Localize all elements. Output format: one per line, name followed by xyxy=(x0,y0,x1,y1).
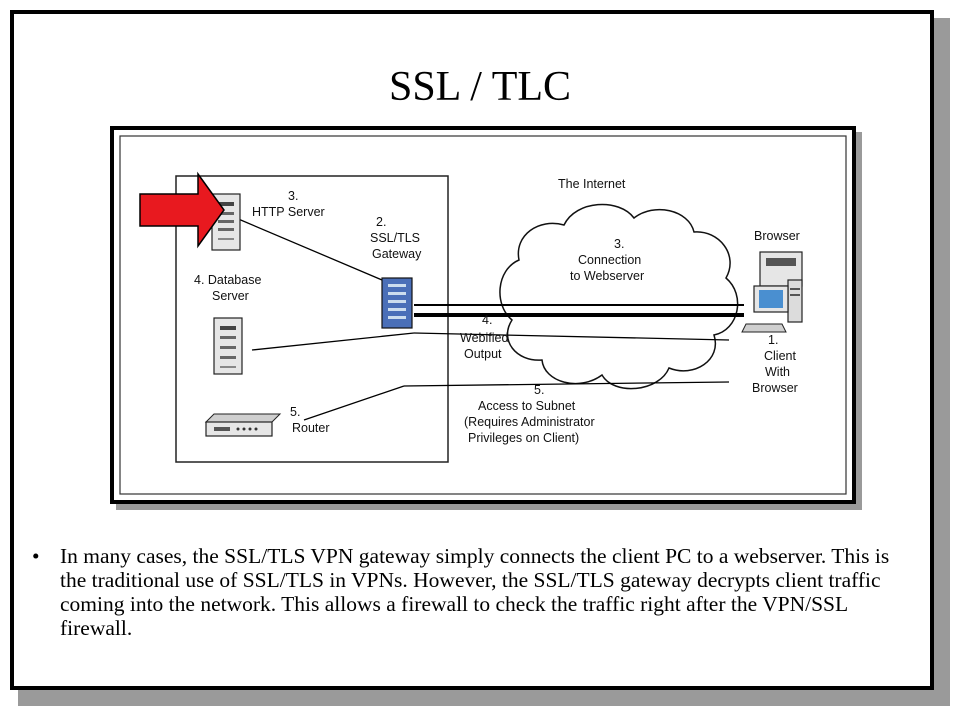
subnet-label-line2: (Requires Administrator xyxy=(464,415,595,429)
router-line xyxy=(303,385,405,421)
bullet-paragraph: • In many cases, the SSL/TLS VPN gateway… xyxy=(32,544,920,640)
webified-output-line xyxy=(413,332,730,341)
subnet-number: 5. xyxy=(534,383,544,397)
gateway-number: 2. xyxy=(376,215,386,229)
diagram-inner-border xyxy=(119,135,847,495)
bullet-dot-icon: • xyxy=(32,544,40,568)
gateway-device-icon xyxy=(381,277,413,329)
webified-label-line1: Webified xyxy=(460,331,508,345)
internet-cloud xyxy=(499,203,739,390)
red-arrow-icon xyxy=(139,171,225,249)
connection-label-line2: to Webserver xyxy=(570,269,644,283)
bullet-text: In many cases, the SSL/TLS VPN gateway s… xyxy=(60,544,890,640)
connection-number: 3. xyxy=(614,237,624,251)
router-label: Router xyxy=(292,421,330,435)
client-label-line3: Browser xyxy=(752,381,798,395)
browser-label: Browser xyxy=(754,229,800,243)
connection-label-line1: Connection xyxy=(578,253,641,267)
subnet-label-line3: Privileges on Client) xyxy=(468,431,579,445)
gateway-label-line1: SSL/TLS xyxy=(370,231,420,245)
subnet-label-line1: Access to Subnet xyxy=(478,399,576,413)
client-pc-icon xyxy=(741,251,803,333)
webified-number: 4. xyxy=(482,313,492,327)
router-number: 5. xyxy=(290,405,300,419)
client-label-line1: Client xyxy=(764,349,796,363)
diagram-canvas: The Internet 3. HTTP Server 2. SSL/TLS G… xyxy=(119,135,847,495)
http-server-number: 3. xyxy=(288,189,298,203)
gateway-label-line2: Gateway xyxy=(372,247,422,261)
client-label-line2: With xyxy=(765,365,790,379)
database-label-line1: 4. Database xyxy=(194,273,261,287)
database-server-icon xyxy=(213,317,243,375)
network-diagram: The Internet 3. HTTP Server 2. SSL/TLS G… xyxy=(110,126,856,504)
http-to-gateway-line xyxy=(235,217,383,281)
db-to-gateway-line xyxy=(251,332,415,351)
http-server-label: HTTP Server xyxy=(252,205,325,219)
internal-network-box xyxy=(175,175,449,463)
subnet-access-line xyxy=(403,381,730,387)
router-icon xyxy=(204,413,282,437)
internet-label: The Internet xyxy=(558,177,626,191)
database-label-line2: Server xyxy=(212,289,249,303)
client-number: 1. xyxy=(768,333,778,347)
webified-label-line2: Output xyxy=(464,347,502,361)
slide-title: SSL / TLC xyxy=(388,64,572,110)
